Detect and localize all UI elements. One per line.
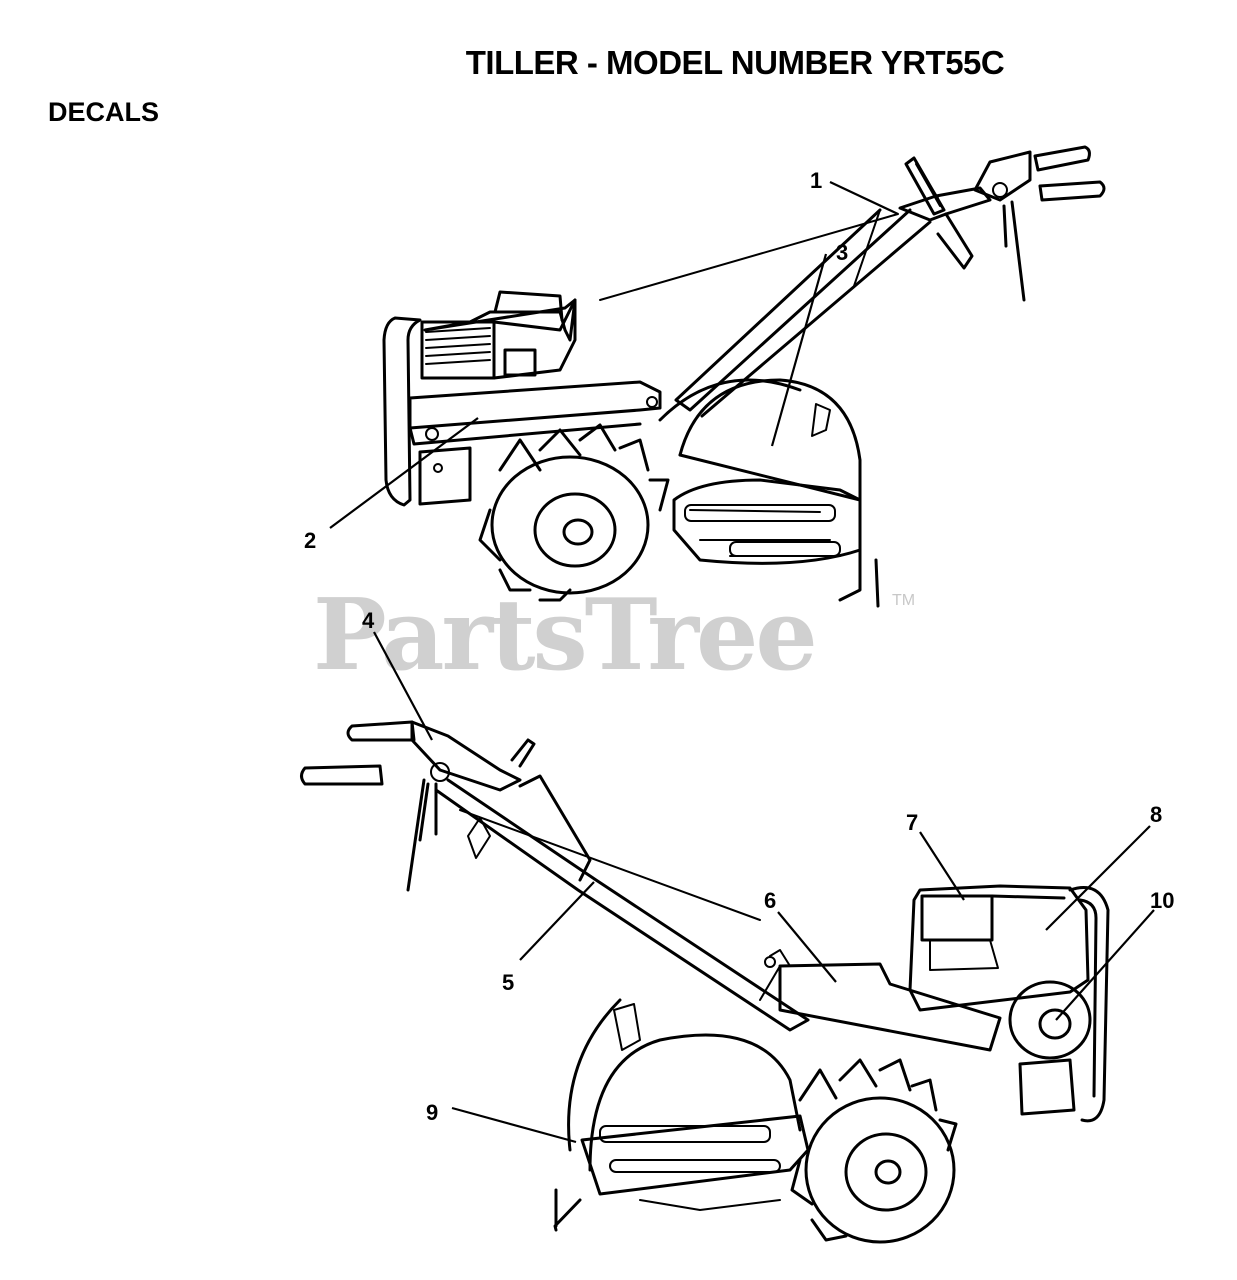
callout-2: 2 bbox=[304, 528, 316, 553]
callout-7: 7 bbox=[906, 810, 918, 835]
lower-tiller-drawing bbox=[300, 720, 1110, 1244]
callout-6: 6 bbox=[764, 888, 776, 913]
callout-5: 5 bbox=[502, 970, 514, 995]
callout-10: 10 bbox=[1150, 888, 1174, 913]
upper-tiller-drawing bbox=[382, 145, 1106, 608]
callout-1: 1 bbox=[810, 168, 822, 193]
callout-8: 8 bbox=[1150, 802, 1162, 827]
diagram-title: TILLER - MODEL NUMBER YRT55C bbox=[465, 44, 1005, 81]
section-heading: DECALS bbox=[48, 97, 160, 127]
callout-9: 9 bbox=[426, 1100, 438, 1125]
callout-numbers: 1 2 3 4 5 6 7 8 10 9 bbox=[304, 168, 1174, 1125]
trademark-mark: TM bbox=[892, 592, 916, 609]
leader-lines bbox=[329, 181, 1155, 1144]
callout-3: 3 bbox=[836, 240, 848, 265]
callout-4: 4 bbox=[362, 608, 375, 633]
